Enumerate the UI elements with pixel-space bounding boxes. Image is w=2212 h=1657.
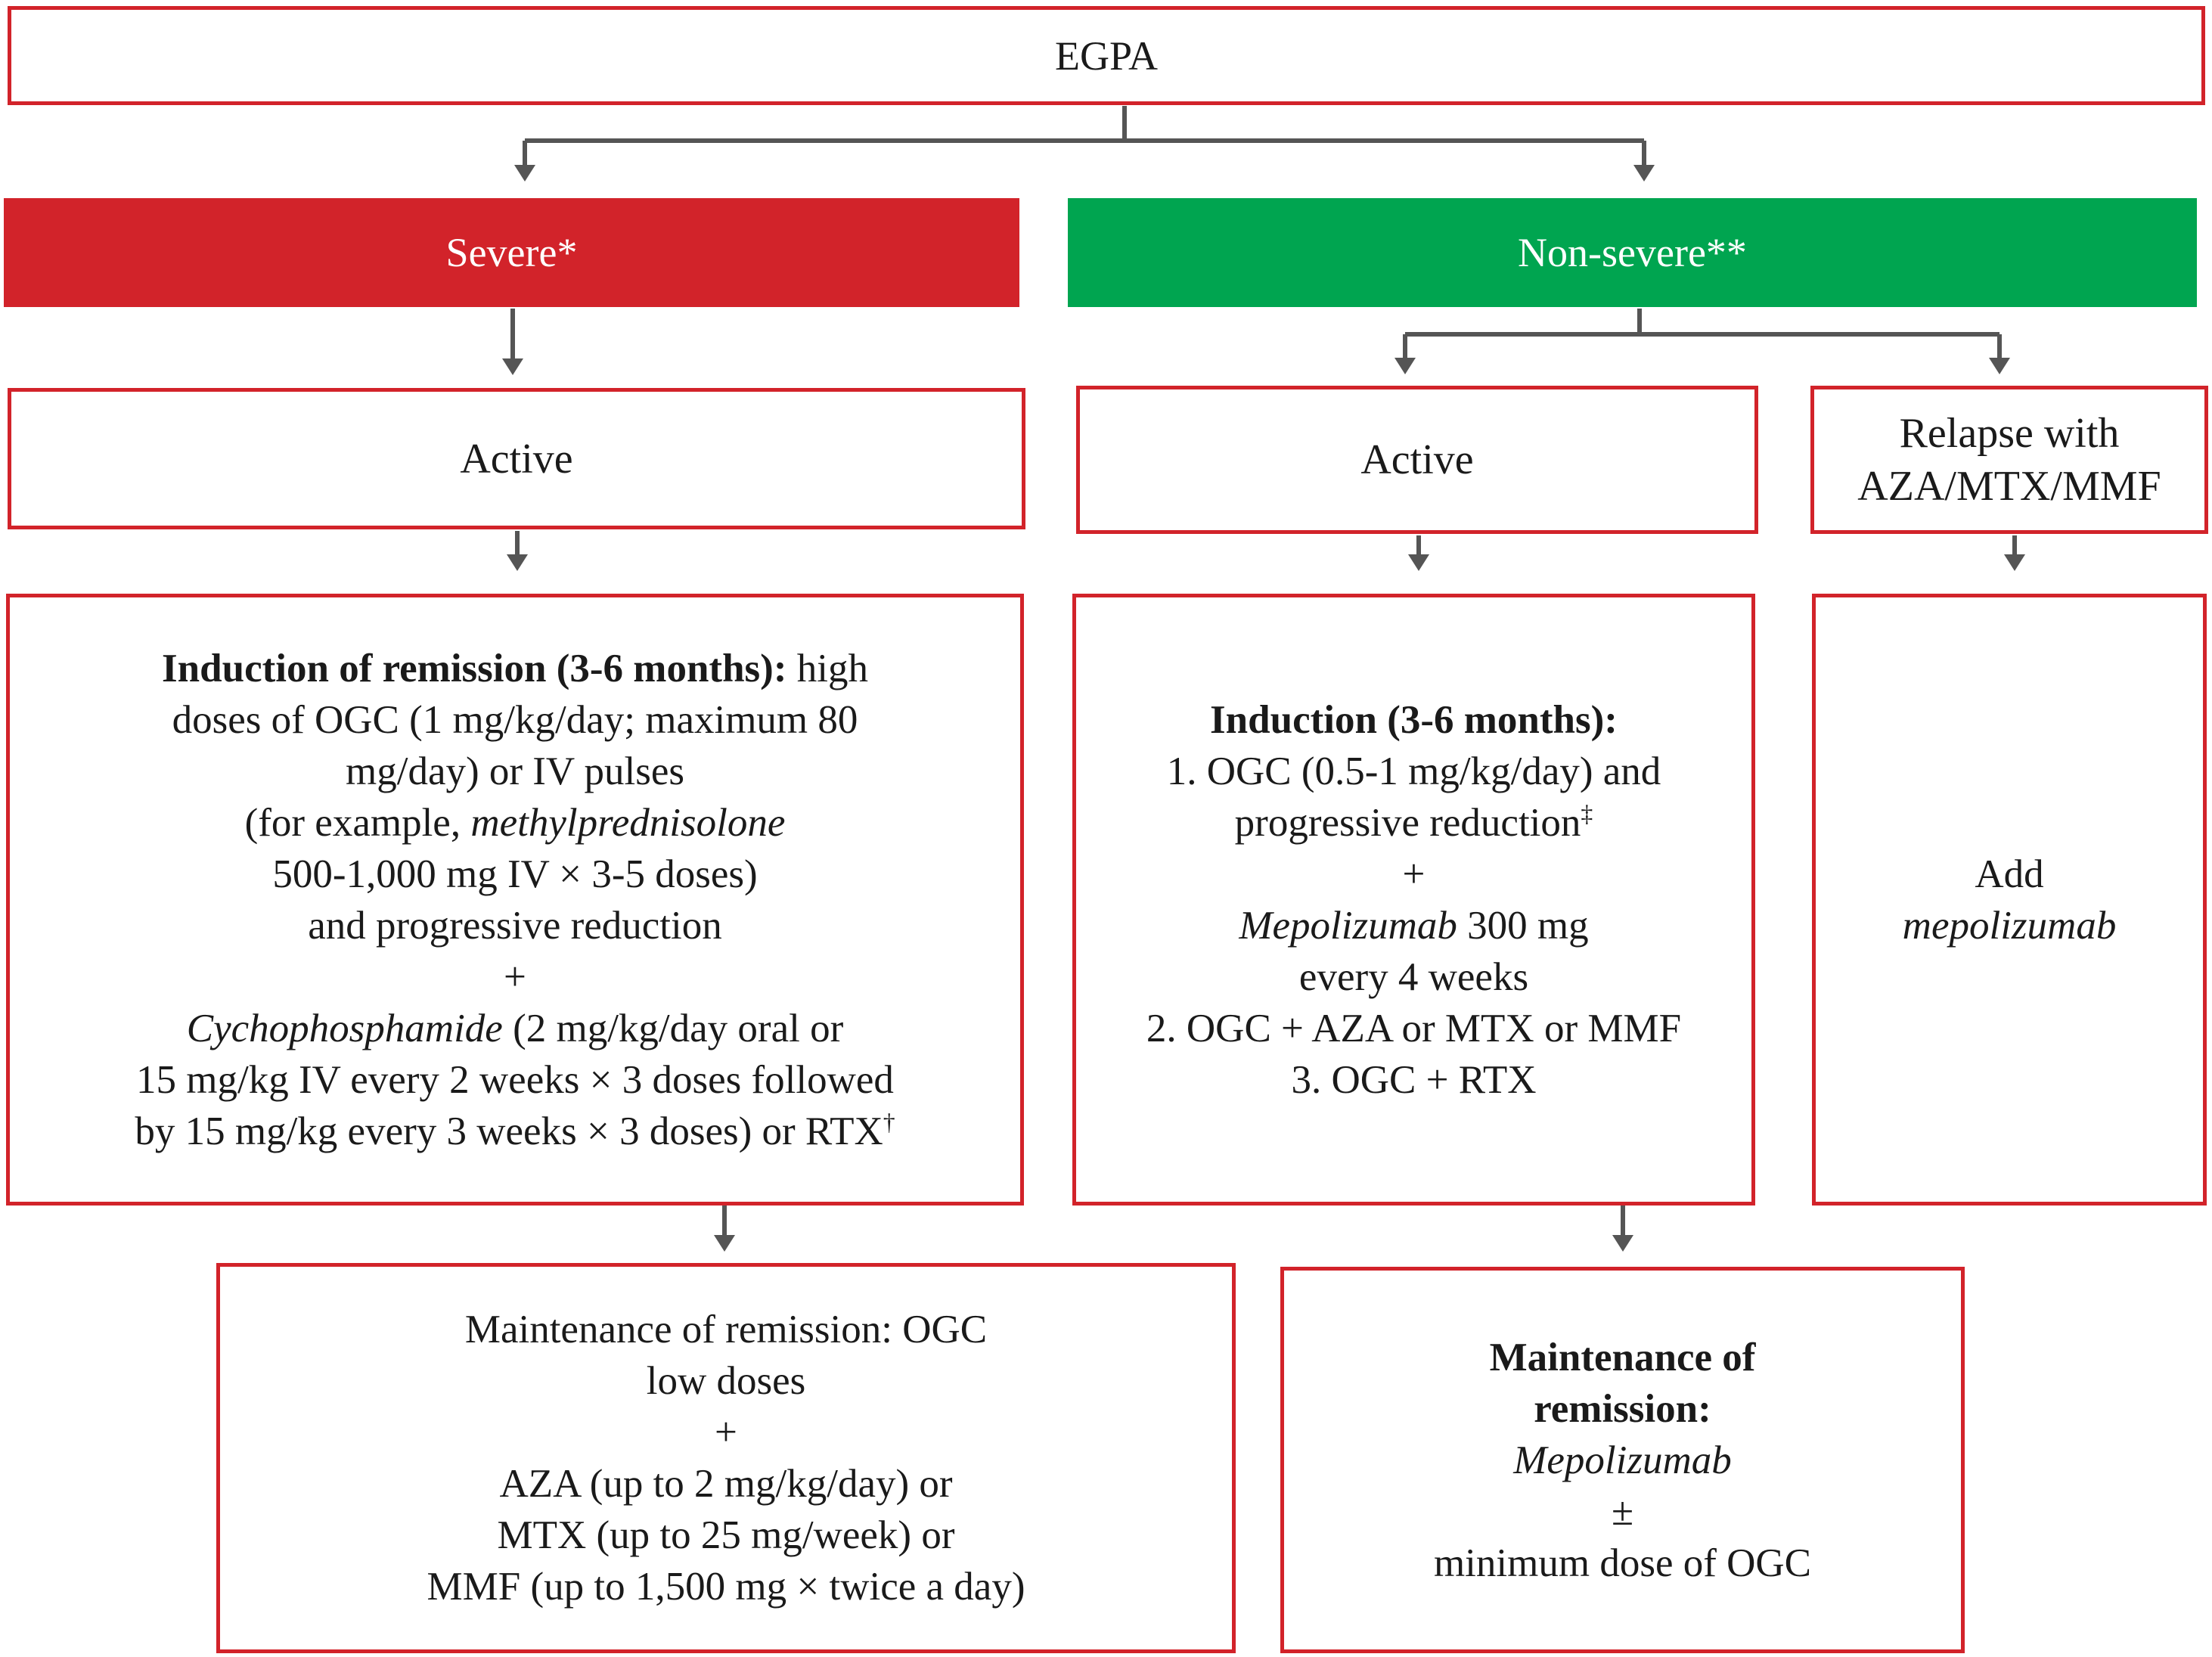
non-severe-induction-line-2: 1. OGC (0.5-1 mg/kg/day) and: [1166, 749, 1661, 793]
non-severe-maintenance-plus-minus: ±: [1611, 1489, 1634, 1534]
cyclophosphamide-drug: Cychophosphamide: [186, 1006, 503, 1050]
non-severe-induction-line-6: every 4 weeks: [1298, 954, 1529, 999]
severe-induction-line-5: 500-1,000 mg IV × 3-5 doses): [272, 852, 758, 896]
severe-maintenance-line-2: low doses: [646, 1359, 806, 1403]
severe-induction-line-9: 15 mg/kg IV every 2 weeks × 3 doses foll…: [136, 1057, 894, 1102]
severe-maintenance-line-4: AZA (up to 2 mg/kg/day) or: [499, 1462, 953, 1506]
severe-induction-line-3: mg/day) or IV pulses: [346, 749, 684, 793]
non-severe-induction-line-5: Mepolizumab 300 mg: [1239, 903, 1589, 948]
severe-maintenance-box: Maintenance of remission: OGC low doses …: [216, 1263, 1236, 1653]
relapse-add-drug: mepolizumab: [1902, 903, 2117, 948]
severe-banner: Severe*: [4, 198, 1019, 307]
non-severe-active-label: Active: [1360, 436, 1474, 483]
double-dagger-footnote-mark: ‡: [1581, 799, 1593, 827]
relapse-box: Relapse with AZA/MTX/MMF: [1810, 386, 2208, 534]
severe-active-label: Active: [460, 435, 573, 483]
relapse-line-2: AZA/MTX/MMF: [1857, 463, 2161, 510]
non-severe-active-box: Active: [1076, 386, 1758, 534]
non-severe-induction-box: Induction (3-6 months): 1. OGC (0.5-1 mg…: [1072, 594, 1755, 1206]
severe-induction-line-1: Induction of remission (3-6 months): hig…: [162, 646, 868, 690]
severe-maintenance-line-6: MMF (up to 1,500 mg × twice a day): [427, 1565, 1025, 1609]
non-severe-maintenance-title-1: Maintenance of: [1489, 1335, 1756, 1379]
severe-induction-plus: +: [504, 954, 526, 999]
relapse-line-1: Relapse with: [1899, 410, 2120, 457]
non-severe-induction-line-3: progressive reduction‡: [1234, 799, 1593, 845]
non-severe-banner: Non-severe**: [1068, 198, 2197, 307]
egpa-label: EGPA: [1054, 33, 1159, 79]
relapse-add-label: Add: [1975, 852, 2044, 896]
severe-induction-title: Induction of remission (3-6 months):: [162, 646, 787, 690]
methylprednisolone-drug: methylprednisolone: [470, 800, 786, 845]
non-severe-induction-plus: +: [1402, 852, 1426, 896]
mepolizumab-drug: Mepolizumab: [1239, 903, 1457, 948]
severe-label: Severe*: [445, 230, 578, 275]
non-severe-maintenance-title-2: remission:: [1534, 1386, 1711, 1431]
non-severe-maintenance-line-5: minimum dose of OGC: [1433, 1541, 1812, 1585]
severe-induction-box: Induction of remission (3-6 months): hig…: [6, 594, 1024, 1206]
severe-maintenance-line-5: MTX (up to 25 mg/week) or: [497, 1513, 955, 1557]
egpa-root-box: EGPA: [8, 6, 2205, 105]
severe-induction-line-8: Cychophosphamide (2 mg/kg/day oral or: [186, 1006, 844, 1050]
dagger-footnote-mark: †: [883, 1108, 895, 1135]
severe-induction-line-10: by 15 mg/kg every 3 weeks × 3 doses) or …: [135, 1108, 895, 1153]
severe-induction-line-4: (for example, methylprednisolone: [244, 800, 786, 845]
non-severe-label: Non-severe**: [1518, 230, 1747, 275]
severe-active-box: Active: [8, 388, 1025, 529]
severe-maintenance-line-1: Maintenance of remission: OGC: [464, 1308, 988, 1351]
non-severe-induction-line-8: 3. OGC + RTX: [1291, 1057, 1537, 1102]
non-severe-induction-title: Induction (3-6 months):: [1210, 697, 1618, 742]
non-severe-maintenance-drug: Mepolizumab: [1513, 1438, 1732, 1482]
non-severe-maintenance-box: Maintenance of remission: Mepolizumab ± …: [1280, 1267, 1965, 1653]
severe-maintenance-plus: +: [715, 1410, 737, 1454]
severe-induction-line-2: doses of OGC (1 mg/kg/day; maximum 80: [172, 697, 858, 742]
relapse-add-box: Add mepolizumab: [1812, 594, 2207, 1206]
severe-induction-line-6: and progressive reduction: [308, 903, 722, 948]
non-severe-induction-line-7: 2. OGC + AZA or MTX or MMF: [1146, 1006, 1682, 1050]
